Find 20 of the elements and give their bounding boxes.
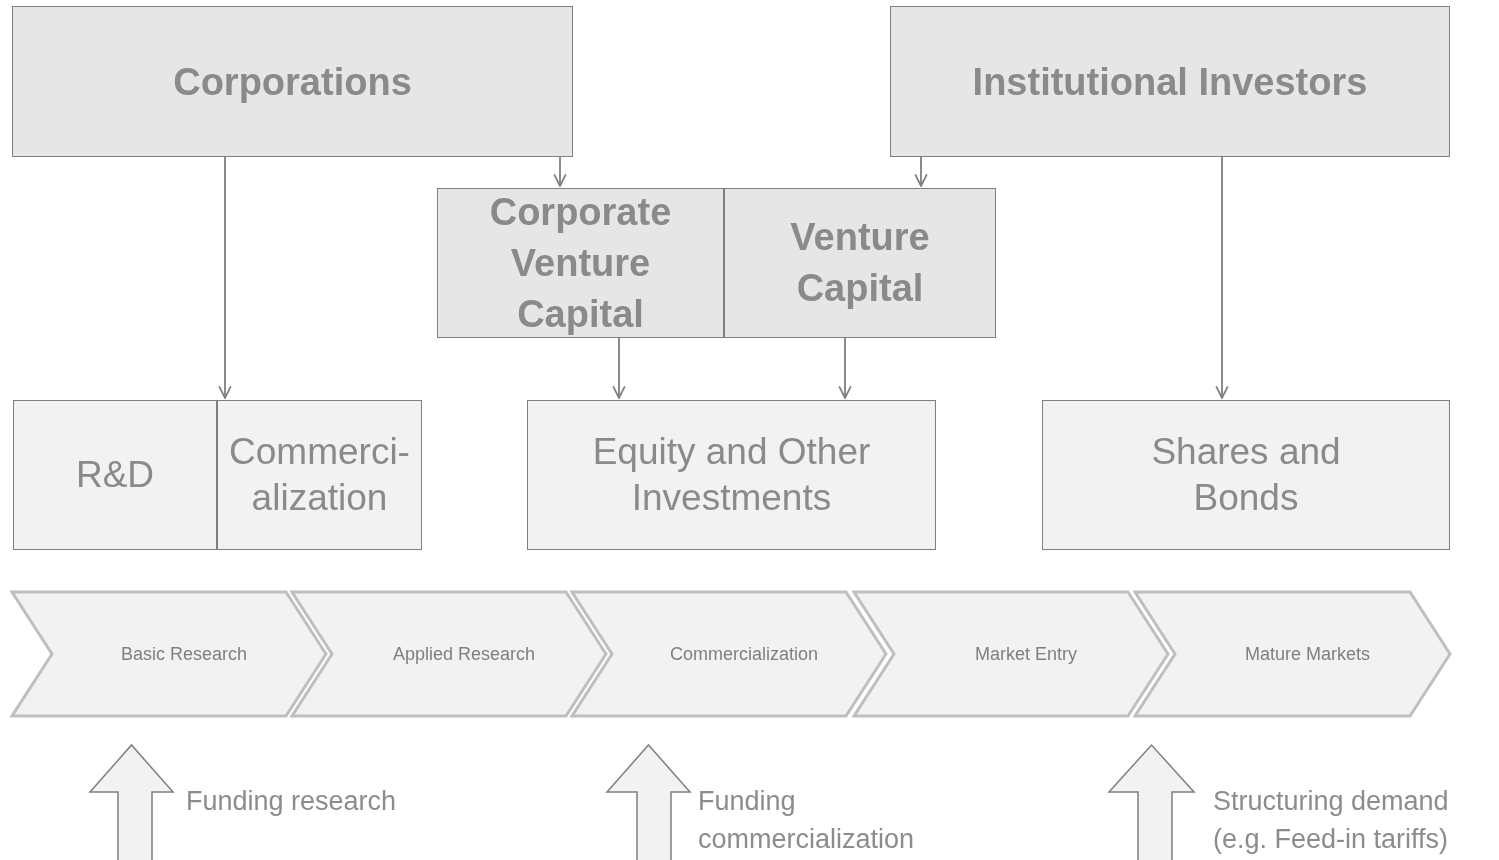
- arrow: [218, 156, 232, 399]
- arrow: [1215, 156, 1229, 399]
- note-text: Structuring demand (e.g. Feed-in tariffs): [1213, 785, 1450, 856]
- note-text: Funding commercialization: [698, 785, 916, 856]
- stage-band: Mature Markets: [1133, 590, 1452, 718]
- entity-box: Corporate Venture Capital: [437, 188, 724, 338]
- investment-box: Shares and Bonds: [1042, 400, 1450, 550]
- arrow: [914, 156, 928, 187]
- investment-box: R&D: [13, 400, 217, 550]
- investment-box: Commerci-alization: [217, 400, 422, 550]
- entity-box: Corporations: [12, 6, 573, 157]
- investment-box: Equity and Other Investments: [527, 400, 936, 550]
- note-text: Funding research: [186, 785, 398, 818]
- stage-band: Basic Research: [10, 590, 328, 718]
- arrow: [553, 156, 567, 187]
- arrow: [612, 337, 626, 399]
- arrow: [838, 337, 852, 399]
- entity-box: Institutional Investors: [890, 6, 1450, 157]
- stage-band: Market Entry: [852, 590, 1170, 718]
- entity-box: Venture Capital: [724, 188, 996, 338]
